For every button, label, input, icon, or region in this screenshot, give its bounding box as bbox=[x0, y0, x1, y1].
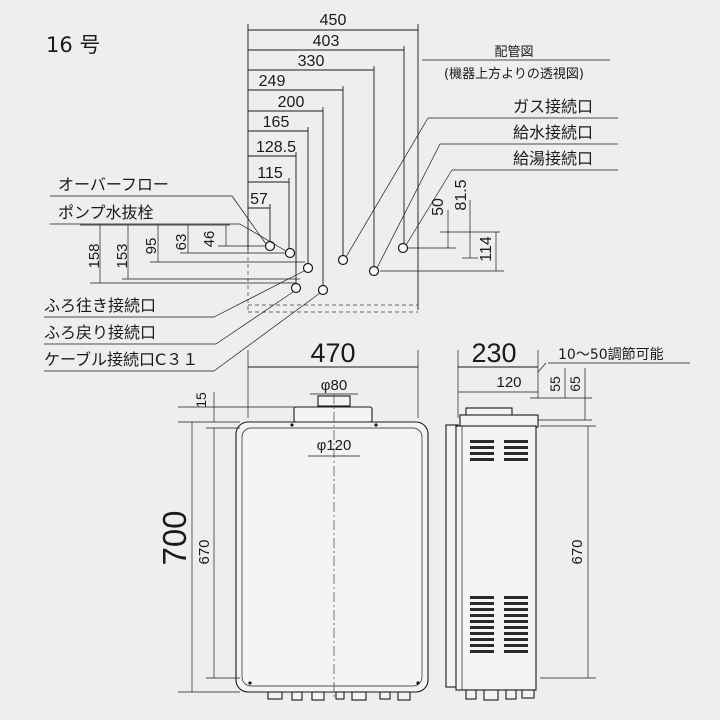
dim-63: 63 bbox=[173, 234, 190, 251]
front-bottom-pipes bbox=[267, 691, 411, 701]
front-height: 700 bbox=[156, 510, 193, 565]
pipe-ports bbox=[264, 240, 409, 296]
flue-outer-diameter: φ80 bbox=[321, 377, 347, 394]
dim-158: 158 bbox=[86, 243, 103, 268]
dim-330: 330 bbox=[298, 53, 325, 70]
flue-base bbox=[293, 406, 373, 423]
left-vertical-dimensions: 158 153 95 63 46 bbox=[80, 224, 305, 284]
dim-81-5: 81.5 bbox=[453, 179, 470, 210]
drain-plug-port bbox=[284, 247, 296, 259]
dim-115: 115 bbox=[257, 165, 283, 182]
dim-57: 57 bbox=[250, 191, 268, 208]
label-bath-return: ふろ戻り接続口 bbox=[44, 323, 156, 342]
dim-128-5: 128.5 bbox=[256, 139, 296, 156]
dim-153: 153 bbox=[114, 243, 131, 268]
left-callouts: オーバーフロー ポンプ水抜栓 ふろ往き接続口 ふろ戻り接続口 ケーブル接続口C３… bbox=[44, 175, 321, 372]
dim-249: 249 bbox=[259, 73, 286, 90]
bath-out-port bbox=[302, 262, 314, 274]
label-cable: ケーブル接続口C３１ bbox=[44, 350, 198, 369]
label-hot-water: 給湯接続口 bbox=[513, 149, 593, 168]
front-width: 470 bbox=[310, 338, 355, 368]
side-flue-base bbox=[459, 414, 539, 428]
label-gas: ガス接続口 bbox=[513, 97, 593, 116]
side-adjustable-note: 10～50調節可能 bbox=[558, 346, 664, 363]
side-vent-bottom bbox=[470, 596, 528, 653]
model-label: 16 号 bbox=[46, 33, 100, 57]
right-callouts: ガス接続口 給水接続口 給湯接続口 bbox=[345, 97, 618, 269]
dim-46: 46 bbox=[201, 231, 218, 248]
gas-port bbox=[337, 254, 349, 266]
piping-view-title: 配管図 bbox=[494, 45, 533, 60]
label-overflow: オーバーフロー bbox=[58, 175, 169, 194]
piping-view-subtitle: (機器上方よりの透視図) bbox=[444, 66, 584, 82]
side-dim-65: 65 bbox=[567, 376, 583, 392]
dim-165: 165 bbox=[263, 114, 290, 131]
front-top-offset: 15 bbox=[193, 392, 209, 408]
front-view: 470 φ80 φ120 700 670 bbox=[156, 338, 429, 701]
label-bath-out: ふろ往き接続口 bbox=[44, 296, 156, 315]
dim-403: 403 bbox=[313, 33, 340, 50]
dim-200: 200 bbox=[278, 94, 305, 111]
front-inner-height: 670 bbox=[196, 539, 213, 564]
right-vertical-dimensions: 50 81.5 114 bbox=[380, 179, 504, 272]
dim-50: 50 bbox=[430, 198, 447, 216]
piping-outline bbox=[247, 250, 418, 313]
dim-95: 95 bbox=[143, 238, 160, 255]
hot-water-port bbox=[397, 242, 409, 254]
bath-return-port bbox=[290, 282, 302, 294]
side-bottom-pipes bbox=[465, 689, 535, 701]
flue-inner-diameter: φ120 bbox=[317, 437, 352, 454]
cable-port bbox=[317, 284, 329, 296]
side-flue-offset: 120 bbox=[496, 374, 521, 391]
dim-114: 114 bbox=[478, 236, 495, 262]
dim-450: 450 bbox=[320, 12, 347, 29]
side-inner-height: 670 bbox=[569, 539, 586, 564]
label-water-supply: 給水接続口 bbox=[513, 123, 593, 142]
label-drain-plug: ポンプ水抜栓 bbox=[58, 203, 154, 222]
side-view: 230 10～50調節可能 120 55 65 bbox=[445, 338, 690, 701]
overflow-port bbox=[264, 240, 276, 252]
side-vent-top bbox=[470, 440, 528, 461]
water-supply-port bbox=[368, 265, 380, 277]
unit-front-body bbox=[235, 421, 429, 693]
side-depth: 230 bbox=[471, 338, 516, 368]
side-dim-55: 55 bbox=[547, 376, 563, 392]
top-dimension-ladder: 450 403 330 249 200 165 128.5 115 57 bbox=[247, 12, 419, 310]
